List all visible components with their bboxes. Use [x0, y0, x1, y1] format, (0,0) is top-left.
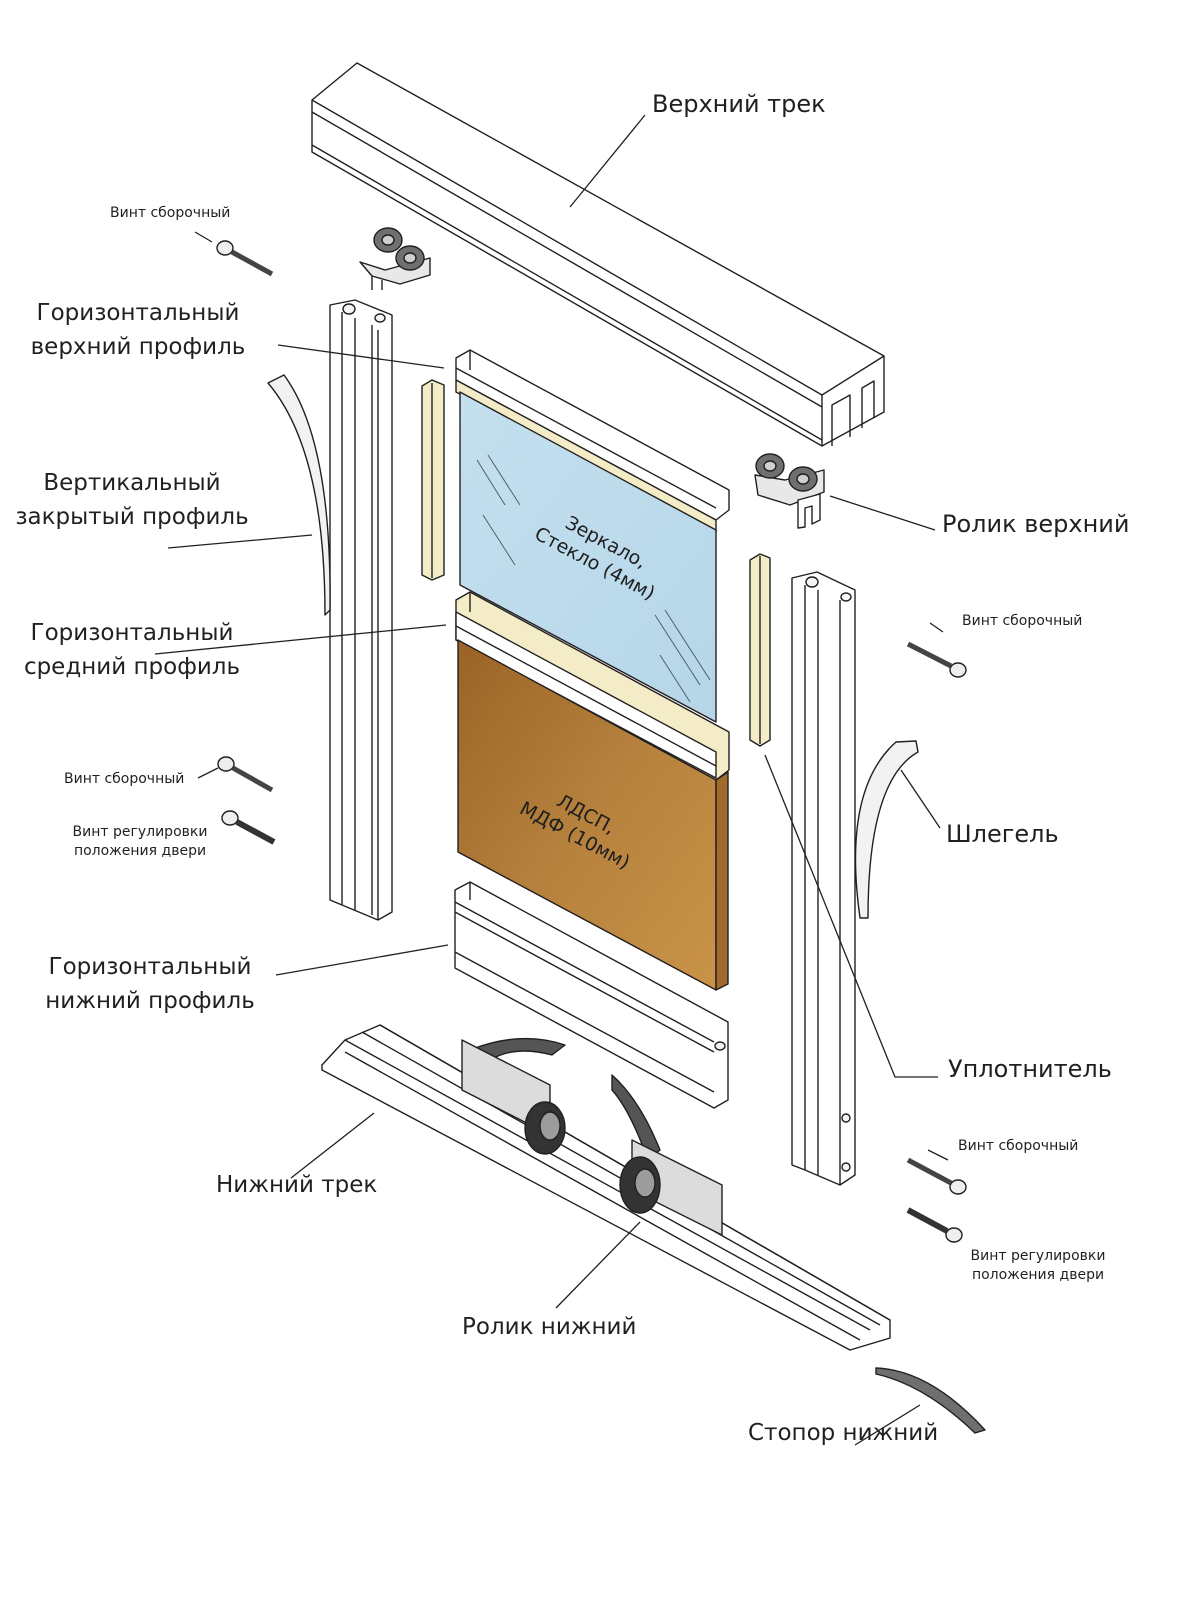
upper-roller-small [359, 227, 431, 290]
leader-lines [154, 114, 949, 1446]
horizontal-top-profile [455, 349, 730, 533]
horizontal-middle-profile-line2: средний профиль [23, 653, 241, 680]
screw-right-lower [906, 1157, 967, 1195]
lower-roller-right [611, 1074, 723, 1236]
upper-roller-label: Ролик верхний [942, 510, 1130, 538]
horizontal-middle-profile-label: Горизонтальный средний профиль [12, 620, 252, 681]
adjust-screw-left-line1: Винт регулировки [72, 824, 208, 840]
seal-label: Уплотнитель [948, 1055, 1112, 1083]
screw-mid-left [217, 756, 274, 793]
lower-stopper-label: Стопор нижний [748, 1420, 939, 1446]
adjust-screw-right-line2: положения двери [971, 1266, 1105, 1283]
upper-track-label: Верхний трек [652, 90, 826, 118]
adjust-screw-right [906, 1207, 963, 1243]
left-vertical-profile [329, 299, 393, 921]
chipboard-panel [457, 639, 729, 991]
glass-panel [459, 391, 717, 723]
horizontal-middle-profile [455, 591, 730, 781]
lower-roller-label: Ролик нижний [462, 1314, 637, 1340]
upper-track [311, 62, 885, 447]
screw-right-upper-label: Винт сборочный [962, 613, 1083, 629]
right-shlegel [854, 740, 919, 919]
lower-stopper [875, 1367, 986, 1434]
left-shlegel [267, 374, 331, 616]
vertical-closed-profile-line2: закрытый профиль [15, 503, 249, 530]
screw-right-lower-label: Винт сборочный [958, 1138, 1079, 1154]
adjust-screw-left-line2: положения двери [73, 842, 207, 859]
shlegel-label: Шлегель [946, 820, 1059, 848]
lower-roller-left [461, 1037, 566, 1155]
upper-roller [754, 453, 825, 529]
adjust-screw-left [221, 810, 276, 845]
horizontal-bottom-profile-label: Горизонтальный нижний профиль [30, 954, 270, 1015]
adjust-screw-left-label: Винт регулировки положения двери [60, 824, 220, 860]
horizontal-top-profile-label: Горизонтальный верхний профиль [18, 300, 258, 361]
lower-track-label: Нижний трек [216, 1172, 378, 1198]
horizontal-bottom-profile-line1: Горизонтальный [48, 954, 252, 980]
screw-right-upper [906, 641, 967, 678]
vertical-closed-profile-line1: Вертикальный [43, 470, 221, 496]
horizontal-top-profile-line2: верхний профиль [30, 333, 246, 360]
horizontal-bottom-profile-line2: нижний профиль [45, 987, 255, 1014]
horizontal-top-profile-line1: Горизонтальный [36, 300, 240, 326]
screw-top-left-label: Винт сборочный [110, 205, 231, 221]
horizontal-bottom-profile [454, 881, 729, 1109]
left-seal [421, 379, 445, 581]
right-vertical-profile [791, 571, 856, 1186]
screw-mid-left-label: Винт сборочный [64, 771, 185, 787]
adjust-screw-right-label: Винт регулировки положения двери [958, 1248, 1118, 1284]
vertical-closed-profile-label: Вертикальный закрытый профиль [12, 470, 252, 531]
adjust-screw-right-line1: Винт регулировки [970, 1248, 1106, 1264]
screw-top-left [216, 240, 274, 277]
horizontal-middle-profile-line1: Горизонтальный [30, 620, 234, 646]
right-seal [749, 553, 771, 747]
